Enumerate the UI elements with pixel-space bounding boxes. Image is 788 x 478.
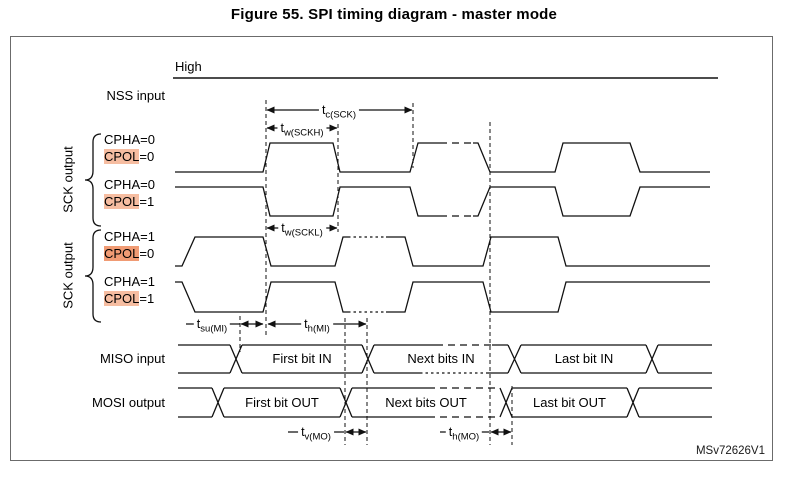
figure-border	[10, 36, 773, 461]
mosi-first-bit-label: First bit OUT	[245, 395, 319, 410]
timing-reference-lines	[239, 100, 513, 445]
sck-output-group1-label: SCK output	[60, 146, 76, 213]
tc-sck-label: tc(SCK)	[318, 103, 360, 123]
mosi-output-label: MOSI output	[92, 395, 165, 410]
nss-high-label: High	[175, 59, 202, 74]
dimension-arrows	[186, 106, 512, 436]
cpol-highlight-active: CPOL	[104, 246, 140, 261]
cpha-label: CPHA=1	[104, 274, 155, 289]
sck-cpha0-cpol1-waveform	[175, 186, 710, 217]
sck-cpha1-cpol0-waveform	[175, 236, 710, 267]
miso-last-bit-label: Last bit IN	[554, 351, 614, 366]
miso-first-bit-label: First bit IN	[272, 351, 332, 366]
cpol-highlight: CPOL	[104, 291, 140, 306]
th-mi-label: th(MI)	[301, 317, 333, 337]
miso-input-label: MISO input	[99, 351, 165, 366]
figure-watermark: MSv72626V1	[695, 445, 765, 457]
th-mo-label: th(MO)	[445, 425, 483, 445]
sck-cpha1-cpol1-waveform	[175, 281, 710, 313]
nss-input-label: NSS input	[106, 88, 165, 103]
cpha-label: CPHA=1	[104, 229, 155, 244]
miso-waveform	[178, 344, 712, 374]
cpol-highlight: CPOL	[104, 194, 140, 209]
sck-cpha0-cpol0-waveform	[175, 142, 710, 173]
tw-sckl-label: tw(SCKL)	[278, 221, 326, 241]
mosi-last-bit-label: Last bit OUT	[533, 395, 606, 410]
tsu-mi-label: tsu(MI)	[193, 317, 231, 337]
mosi-next-bits-label: Next bits OUT	[385, 395, 467, 410]
cpha-label: CPHA=0	[104, 132, 155, 147]
cpol-label: CPOL=1	[104, 194, 155, 209]
cpol-highlight: CPOL	[104, 149, 140, 164]
cpha-label: CPHA=0	[104, 177, 155, 192]
cpol-label: CPOL=0	[104, 246, 155, 261]
sck-group-braces	[84, 133, 102, 323]
tv-mo-label: tv(MO)	[298, 425, 334, 445]
cpol-label: CPOL=0	[104, 149, 155, 164]
sck-output-group2-label: SCK output	[60, 242, 76, 309]
miso-next-bits-label: Next bits IN	[407, 351, 475, 366]
tw-sckh-label: tw(SCKH)	[277, 121, 327, 141]
mosi-waveform	[178, 387, 712, 418]
figure-title: Figure 55. SPI timing diagram - master m…	[230, 6, 558, 23]
cpol-label: CPOL=1	[104, 291, 155, 306]
